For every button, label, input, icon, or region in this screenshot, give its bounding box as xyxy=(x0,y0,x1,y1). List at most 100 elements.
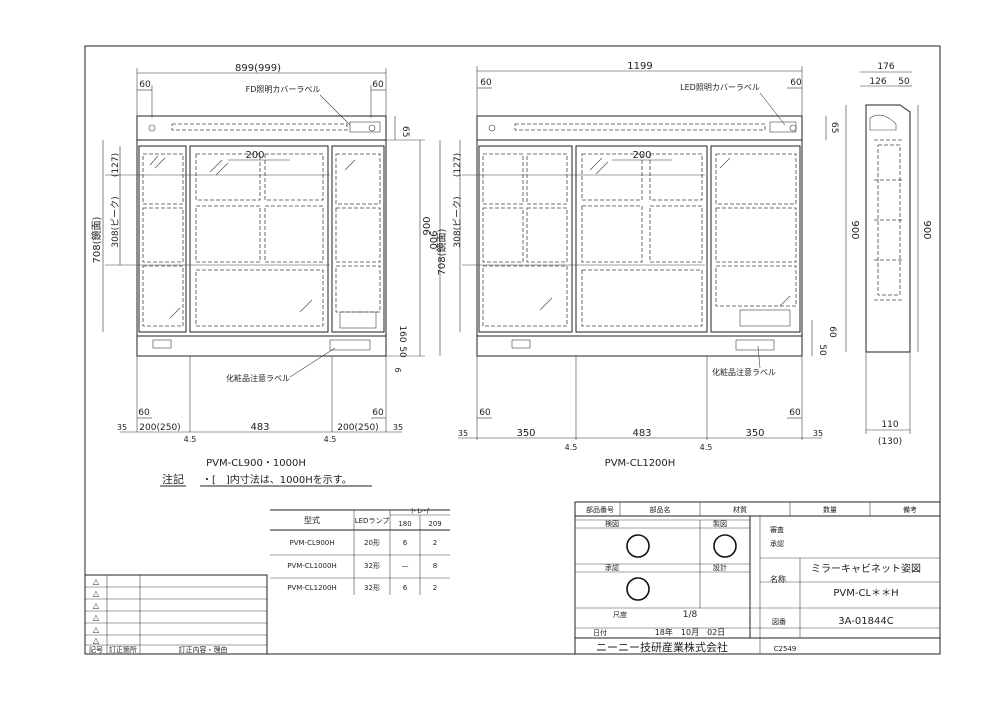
tb-date-value: 18年 10月 02日 xyxy=(655,627,726,637)
revision-symbol-5: △ xyxy=(93,625,100,634)
left-top-width: 899(999) xyxy=(235,63,281,74)
revision-symbol-1: △ xyxy=(93,577,100,586)
center-bot-35-r: 35 xyxy=(813,429,823,438)
center-top-60-r: 60 xyxy=(790,78,802,88)
spec-row-1-t209: 2 xyxy=(433,539,437,547)
center-top-60-l: 60 xyxy=(480,78,492,88)
center-bot-35-l: 35 xyxy=(458,429,468,438)
left-dim-6: 6 xyxy=(393,367,402,372)
tb-drawing-no-label: 図番 xyxy=(772,618,786,626)
center-bot-45-r: 4.5 xyxy=(700,443,713,452)
tb-header-qty: 数量 xyxy=(823,505,837,514)
center-bot-350-l: 350 xyxy=(516,428,535,439)
left-dim-308: 308(ピーク) xyxy=(110,196,121,247)
spec-tray-180: 180 xyxy=(398,520,411,528)
side-dim-900-l: 900 xyxy=(849,220,860,239)
left-bot-60-r: 60 xyxy=(372,408,384,418)
center-dim-60: 60 xyxy=(827,326,837,338)
left-bot-45-r: 4.5 xyxy=(324,435,337,444)
tb-scale-label: 尺度 xyxy=(613,610,627,619)
tb-role-approve: 承認 xyxy=(605,563,619,572)
center-dim-200: 200 xyxy=(632,150,651,161)
tb-title-value: ミラーキャビネット姿図 xyxy=(811,562,921,575)
side-dim-110: 110 xyxy=(881,420,898,430)
center-dim-308: 308(ピーク) xyxy=(452,196,463,247)
spec-row-3-t180: 6 xyxy=(403,584,408,592)
stamp-icon xyxy=(713,534,737,558)
center-top-width: 1199 xyxy=(627,61,652,72)
spec-row-1-led: 20形 xyxy=(364,539,380,547)
revision-symbol-3: △ xyxy=(93,601,100,610)
revision-footer-location: 訂正箇所 xyxy=(109,645,137,654)
left-dim-65: 65 xyxy=(400,126,410,137)
left-elevation-view: 899(999) 60 60 FD照明カバーラベル 65 xyxy=(90,63,438,469)
center-bottom-label: 化粧品注意ラベル xyxy=(712,367,776,377)
tb-title-label: 名称 xyxy=(770,574,786,584)
left-bottom-label: 化粧品注意ラベル xyxy=(226,373,290,383)
tb-model-value: PVM-CL＊＊H xyxy=(833,588,898,599)
tb-role-draft: 製図 xyxy=(713,519,727,528)
center-bot-45-l: 4.5 xyxy=(565,443,578,452)
spec-tray-209: 209 xyxy=(428,520,441,528)
left-dim-200: 200 xyxy=(245,150,264,161)
left-bot-483: 483 xyxy=(250,422,269,433)
tb-sheet-code: C2549 xyxy=(774,645,797,653)
center-elevation-view: 1199 60 60 LED照明カバーラベル 65 xyxy=(422,61,839,469)
stamp-icon xyxy=(626,577,650,601)
stamp-icon xyxy=(626,534,650,558)
side-dim-126: 126 xyxy=(869,77,886,87)
revision-symbol-4: △ xyxy=(93,613,100,622)
side-dim-176: 176 xyxy=(877,62,894,72)
left-top-60-l: 60 xyxy=(139,80,151,90)
left-dim-160: 160 xyxy=(397,325,407,342)
left-bot-35-r: 35 xyxy=(393,423,403,432)
side-view: 176 126 50 900 900 110 (130) xyxy=(845,62,932,447)
tb-company: ニーニー技研産業株式会社 xyxy=(596,640,728,654)
left-bot-60-l: 60 xyxy=(138,408,150,418)
spec-row-2-led: 32形 xyxy=(364,562,380,570)
note-block: 注記 ・[ ]内寸法は、1000Hを示す。 xyxy=(160,472,372,487)
center-dim-50: 50 xyxy=(817,344,827,356)
revision-block: △ △ △ △ △ △ 記号 訂正箇所 訂正内容・理由 xyxy=(84,574,268,655)
tb-role-review: 審査 xyxy=(770,525,784,534)
left-led-label: FD照明カバーラベル xyxy=(246,85,321,94)
left-dim-127: (127) xyxy=(111,153,121,177)
spec-row-3-model: PVM-CL1200H xyxy=(287,584,336,592)
tb-date-label: 日付 xyxy=(593,628,607,637)
tb-header-remarks: 備考 xyxy=(903,505,917,514)
center-led-label: LED照明カバーラベル xyxy=(680,83,760,92)
tb-scale-value: 1/8 xyxy=(683,610,698,620)
revision-footer-symbol: 記号 xyxy=(89,645,103,654)
spec-header-tray: トレイ xyxy=(410,507,431,515)
spec-row-3-t209: 2 xyxy=(433,584,437,592)
left-caption: PVM-CL900・1000H xyxy=(206,458,306,469)
note-text: ・[ ]内寸法は、1000Hを示す。 xyxy=(202,473,352,486)
revision-footer-reason: 訂正内容・理由 xyxy=(179,645,228,654)
left-bot-200-r: 200(250) xyxy=(337,423,378,433)
center-bot-60-l: 60 xyxy=(479,408,491,418)
left-dim-50: 50 xyxy=(397,346,407,358)
tb-role-design: 設計 xyxy=(713,563,727,572)
center-bot-350-r: 350 xyxy=(745,428,764,439)
tb-drawing-no: 3A-01844C xyxy=(838,616,893,627)
note-title: 注記 xyxy=(162,472,184,486)
spec-row-2-model: PVM-CL1000H xyxy=(287,562,336,570)
left-bot-35-l: 35 xyxy=(117,423,127,432)
spec-row-1-t180: 6 xyxy=(403,539,408,547)
title-block: 部品番号 部品名 材質 数量 備考 検図 製図 承認 設計 審査 承認 名称 xyxy=(574,501,941,655)
center-bot-60-r: 60 xyxy=(789,408,801,418)
tb-header-part-no: 部品番号 xyxy=(586,505,614,514)
sheet-border xyxy=(84,45,941,655)
center-dim-127: (127) xyxy=(453,153,463,177)
center-dim-708: 708(鏡面) xyxy=(435,228,448,275)
tb-header-part-name: 部品名 xyxy=(650,505,671,514)
left-bot-200-l: 200(250) xyxy=(139,423,180,433)
spec-table: 型式 LEDランプ トレイ 180 209 PVM-CL900H 20形 6 2… xyxy=(270,507,450,595)
center-dim-900: 900 xyxy=(422,216,433,235)
center-bot-483: 483 xyxy=(632,428,651,439)
left-dim-708: 708(鏡面) xyxy=(90,216,103,263)
left-top-60-r: 60 xyxy=(372,80,384,90)
center-dim-65: 65 xyxy=(829,122,839,133)
center-caption: PVM-CL1200H xyxy=(605,458,676,469)
